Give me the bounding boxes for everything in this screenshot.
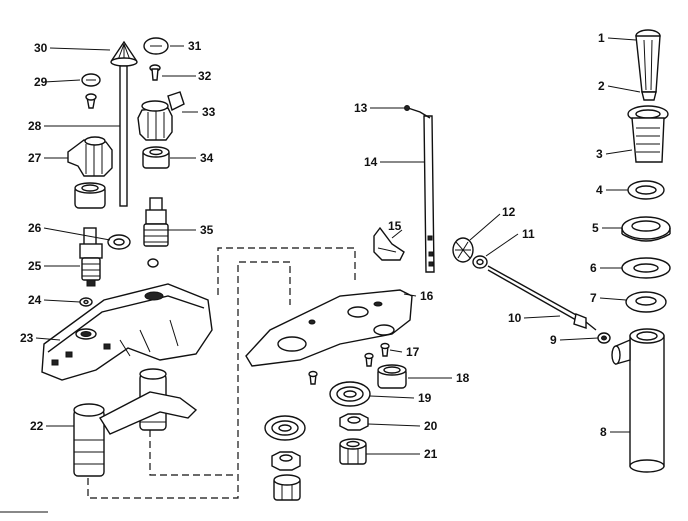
callout-14: 14 xyxy=(364,155,378,169)
part-5-flange xyxy=(621,216,671,242)
callout-19: 19 xyxy=(418,391,432,405)
part-19-washer xyxy=(329,381,371,407)
callout-16: 16 xyxy=(420,289,434,303)
washer-under-handle xyxy=(74,182,106,209)
part-26-oring xyxy=(107,234,131,250)
callout-29: 29 xyxy=(34,75,48,89)
callout-9: 9 xyxy=(550,333,557,347)
leader-lines xyxy=(35,37,641,455)
part-12-pivot-ball xyxy=(452,237,474,263)
callout-7: 7 xyxy=(590,291,597,305)
callout-labels: 30 31 29 32 28 33 27 34 26 35 25 24 23 2… xyxy=(20,31,607,461)
part-27-handle xyxy=(67,136,113,177)
callout-31: 31 xyxy=(188,39,202,53)
part-31-cap-disc xyxy=(143,37,169,55)
callout-1: 1 xyxy=(598,31,605,45)
callout-5: 5 xyxy=(592,221,599,235)
part-35-cartridge xyxy=(143,197,169,247)
part-9-pivot-nut xyxy=(597,332,611,344)
part-32-screw xyxy=(149,64,161,81)
callout-17: 17 xyxy=(406,345,420,359)
part-8-tailpiece xyxy=(611,328,665,473)
part-6-gasket xyxy=(621,257,671,279)
callout-32: 32 xyxy=(198,69,212,83)
callout-33: 33 xyxy=(202,105,216,119)
part-29-disc xyxy=(81,73,101,109)
part-30-cap xyxy=(110,40,138,67)
part-25-valve-stem xyxy=(79,227,103,287)
part-33-handle xyxy=(137,91,185,141)
callout-35: 35 xyxy=(200,223,214,237)
part-17-screws xyxy=(308,342,390,385)
part-14-lift-rod xyxy=(404,105,435,273)
callout-28: 28 xyxy=(28,119,42,133)
part-1-stopper-knob xyxy=(635,29,661,93)
callout-22: 22 xyxy=(30,419,44,433)
dashed-connection-lines xyxy=(87,247,356,499)
callout-18: 18 xyxy=(456,371,470,385)
part-22-spout-base xyxy=(73,368,198,477)
callout-25: 25 xyxy=(28,259,42,273)
callout-24: 24 xyxy=(28,293,42,307)
part-2-stopper-tip xyxy=(641,91,657,101)
callout-15: 15 xyxy=(388,219,402,233)
lower-nuts xyxy=(271,451,301,501)
callout-8: 8 xyxy=(600,425,607,439)
part-24-washer xyxy=(79,297,93,307)
part-20-nut xyxy=(339,413,369,431)
part-18-coupling xyxy=(377,364,407,389)
callout-34: 34 xyxy=(200,151,214,165)
callout-26: 26 xyxy=(28,221,42,235)
small-washer-under-cartridge xyxy=(147,258,159,268)
part-23-faucet-body xyxy=(41,283,213,381)
part-3-drain-body xyxy=(627,105,669,163)
callout-27: 27 xyxy=(28,151,42,165)
callout-30: 30 xyxy=(34,41,48,55)
callout-23: 23 xyxy=(20,331,34,345)
callout-10: 10 xyxy=(508,311,522,325)
callout-4: 4 xyxy=(596,183,603,197)
part-28-rod xyxy=(119,65,128,207)
part-16-gasket-plate xyxy=(245,289,413,367)
callout-11: 11 xyxy=(522,227,535,241)
callout-3: 3 xyxy=(596,147,603,161)
callout-20: 20 xyxy=(424,419,438,433)
callout-2: 2 xyxy=(598,79,605,93)
callout-12: 12 xyxy=(502,205,516,219)
callout-21: 21 xyxy=(424,447,438,461)
part-21-coupling-nut xyxy=(339,438,367,465)
part-11-nut xyxy=(472,255,488,269)
part-10-pivot-rod xyxy=(487,265,597,331)
part-34-nut xyxy=(142,146,170,169)
callout-13: 13 xyxy=(354,101,368,115)
part-7-washer xyxy=(625,291,667,313)
left-washer xyxy=(264,415,306,441)
callout-6: 6 xyxy=(590,261,597,275)
part-4-washer xyxy=(627,180,665,200)
part-15-clip xyxy=(373,226,405,261)
